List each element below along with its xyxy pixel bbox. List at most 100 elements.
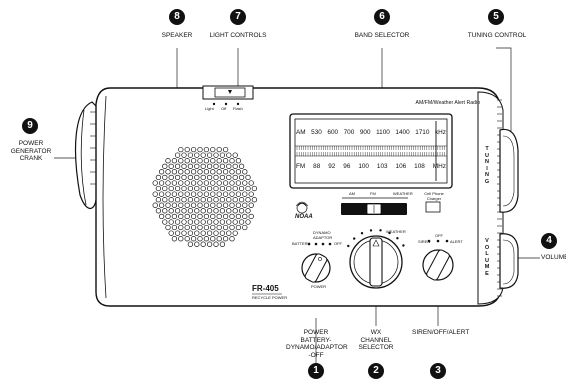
speaker-hole [171,180,178,186]
speaker-hole [168,185,174,192]
speaker-hole [213,152,219,158]
speaker-hole [222,158,229,164]
speaker-hole [245,197,251,203]
speaker-hole [197,236,203,242]
speaker-hole [200,230,206,236]
speaker-hole [203,224,210,231]
wx-weather-label: WEATHER [386,229,406,234]
speaker-hole [206,197,213,203]
speaker-hole [206,152,213,158]
speaker-hole [197,169,203,175]
leader-tuning [496,47,512,170]
fm-freq: 96 [343,163,351,170]
band-selector-slider[interactable] [341,197,408,215]
speaker-hole [184,213,190,220]
speaker-hole [229,158,235,164]
speaker-hole [165,224,171,231]
speaker-hole [194,219,200,225]
speaker-hole [206,185,213,192]
callout-3-badge: 3 [430,363,446,379]
side-letter: U [485,257,489,264]
noaa-logo-text: NOAA [295,214,313,220]
speaker-hole [206,174,213,181]
speaker-hole [219,241,226,247]
speaker-hole [235,169,242,175]
speaker-hole [226,208,232,214]
speaker-hole [226,219,232,225]
speaker-hole [174,174,181,181]
speaker-hole [155,197,162,203]
wx-channel-dot [347,244,350,248]
speaker-hole [184,236,190,242]
speaker-hole [171,224,178,231]
speaker-hole [216,191,222,197]
left-grip [102,95,107,299]
light-controls[interactable] [202,85,254,106]
tuning-control-knob[interactable] [499,128,519,213]
callout-3-label: SIREN/OFF/ALERT [412,329,470,336]
speaker-hole [226,230,232,236]
speaker-hole [187,185,194,192]
speaker-hole [219,197,226,203]
speaker-hole [216,224,222,231]
speaker-hole [174,208,181,214]
speaker-hole [171,169,178,175]
speaker-hole [219,185,226,192]
speaker-hole [213,241,219,247]
speaker-hole [206,163,213,169]
speaker-hole [171,202,178,208]
speaker-hole [248,180,254,186]
speaker-hole [200,185,206,192]
am-band-label: AM [296,129,306,136]
speaker-hole [194,152,200,158]
speaker-hole [238,163,245,169]
speaker-hole [190,191,197,197]
speaker-hole [200,163,206,169]
cellphone-charger-port[interactable] [425,201,441,213]
callout-6-label: BAND SELECTOR [354,32,410,39]
callout-7-badge: 7 [230,9,246,25]
speaker-hole [222,146,229,153]
speaker-hole [242,180,248,186]
callout-5-badge: 5 [488,9,504,25]
speaker-hole [187,208,194,214]
speaker-hole [174,152,181,158]
speaker-hole [200,174,206,181]
speaker-hole [181,185,187,192]
speaker-hole [181,230,187,236]
light-mode-off: Off [221,106,227,111]
callout-6-badge: 6 [374,9,390,25]
callout-9-badge: 9 [22,118,38,134]
wx-channel-dot [402,244,405,247]
volume-knob[interactable] [499,233,519,289]
callout-4-badge: 4 [541,233,557,249]
wx-channel-dot [360,232,364,235]
speaker-hole [219,152,226,158]
speaker-hole [158,180,165,186]
speaker-hole [216,202,222,208]
speaker-hole [232,163,238,169]
speaker-hole [222,180,229,186]
speaker-hole [219,230,226,236]
speaker-hole [206,208,213,214]
speaker-hole [200,152,206,158]
speaker-hole [216,146,222,153]
speaker-hole [232,208,238,214]
speaker-hole [200,219,206,225]
speaker-hole [178,213,184,220]
wx-channel-knob[interactable] [347,229,405,289]
tuning-dial-window [289,113,453,189]
speaker-hole [238,219,245,225]
power-knob[interactable] [301,242,332,283]
siren-knob[interactable] [422,239,454,281]
light-mode-flash: Flash [233,106,243,111]
speaker-hole [235,202,242,208]
speaker-hole [245,174,251,181]
speaker-hole [165,158,171,164]
speaker-hole [162,197,168,203]
speaker-hole [165,191,171,197]
power-off-label: OFF [334,241,342,246]
speaker-hole [194,174,200,181]
